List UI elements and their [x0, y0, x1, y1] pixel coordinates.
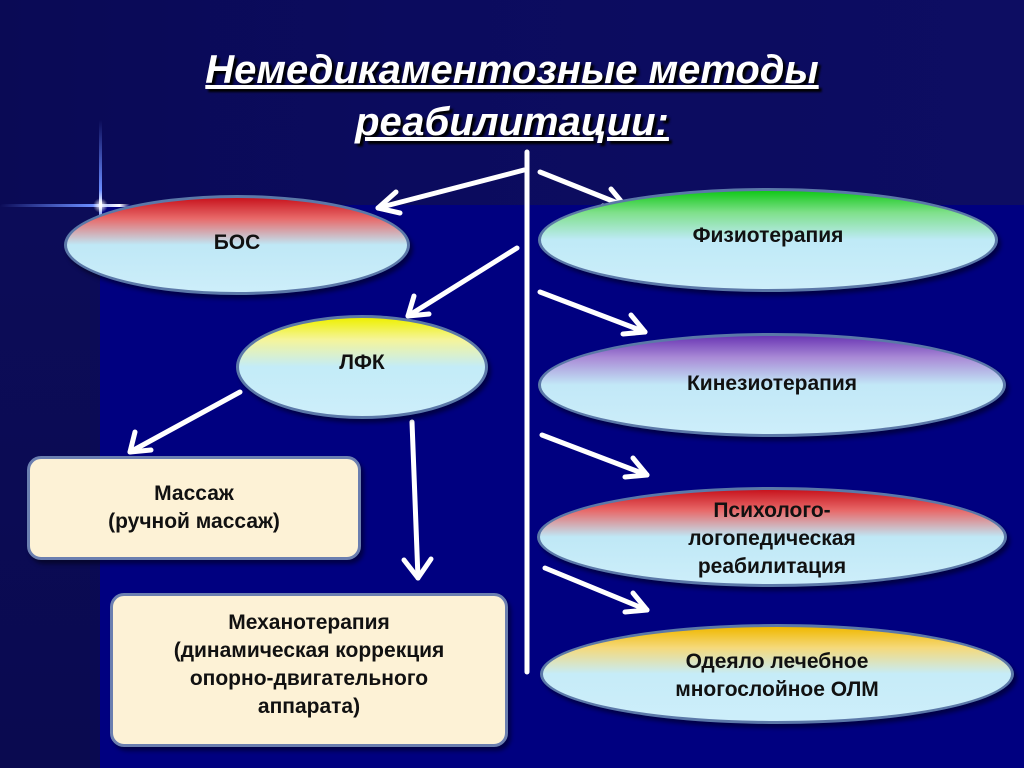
node-mechanotherapy: Механотерапия (динамическая коррекция оп…: [110, 593, 508, 747]
arrow-to-blanket: [542, 565, 650, 615]
node-mechano-line-2: (динамическая коррекция: [173, 639, 445, 662]
node-physiotherapy: Физиотерапия: [538, 188, 998, 292]
node-mechano-line-1: Механотерапия: [228, 611, 390, 634]
node-psycho-line-2: логопедическая: [688, 527, 856, 550]
node-psycho-line-3: реабилитация: [697, 555, 847, 578]
arrow-to-kinezio: [537, 289, 648, 337]
node-therapeutic-blanket: Одеяло лечебное многослойное ОЛМ: [540, 624, 1014, 724]
node-massage-line-2: (ручной массаж): [108, 510, 280, 533]
node-bos: БОС: [64, 195, 410, 295]
node-mechano-line-4: аппарата): [257, 695, 361, 718]
arrow-to-psycho: [539, 432, 650, 480]
sparkle-decoration: [0, 204, 130, 207]
node-bos-label: БОС: [213, 231, 261, 254]
arrow-to-bos: [375, 167, 527, 216]
node-kineziotherapy: Кинезиотерапия: [538, 333, 1006, 437]
node-lfk-label: ЛФК: [339, 351, 385, 374]
node-lfk: ЛФК: [236, 315, 488, 419]
node-massage: Массаж (ручной массаж): [27, 456, 361, 560]
title-line-1: Немедикаментозные методы: [205, 48, 819, 92]
node-physiotherapy-label: Физиотерапия: [692, 224, 844, 247]
node-blanket-line-2: многослойное ОЛМ: [675, 678, 879, 701]
sparkle-decoration-vertical: [99, 120, 102, 260]
node-psycho-logopedic: Психолого- логопедическая реабилитация: [537, 487, 1007, 587]
arrow-to-massage: [127, 389, 243, 455]
title-line-2: реабилитации:: [355, 100, 669, 144]
arrow-to-mechano: [401, 419, 434, 581]
node-mechano-line-3: опорно-двигательного: [189, 667, 429, 690]
slide-title: Немедикаментозные методы реабилитации:: [100, 44, 924, 148]
node-psycho-line-1: Психолого-: [713, 499, 831, 522]
node-blanket-line-1: Одеяло лечебное: [685, 650, 869, 673]
node-kineziotherapy-label: Кинезиотерапия: [686, 372, 858, 395]
arrow-to-lfk: [405, 245, 520, 319]
sparkle-star-icon: [93, 198, 108, 213]
node-massage-line-1: Массаж: [154, 482, 234, 505]
